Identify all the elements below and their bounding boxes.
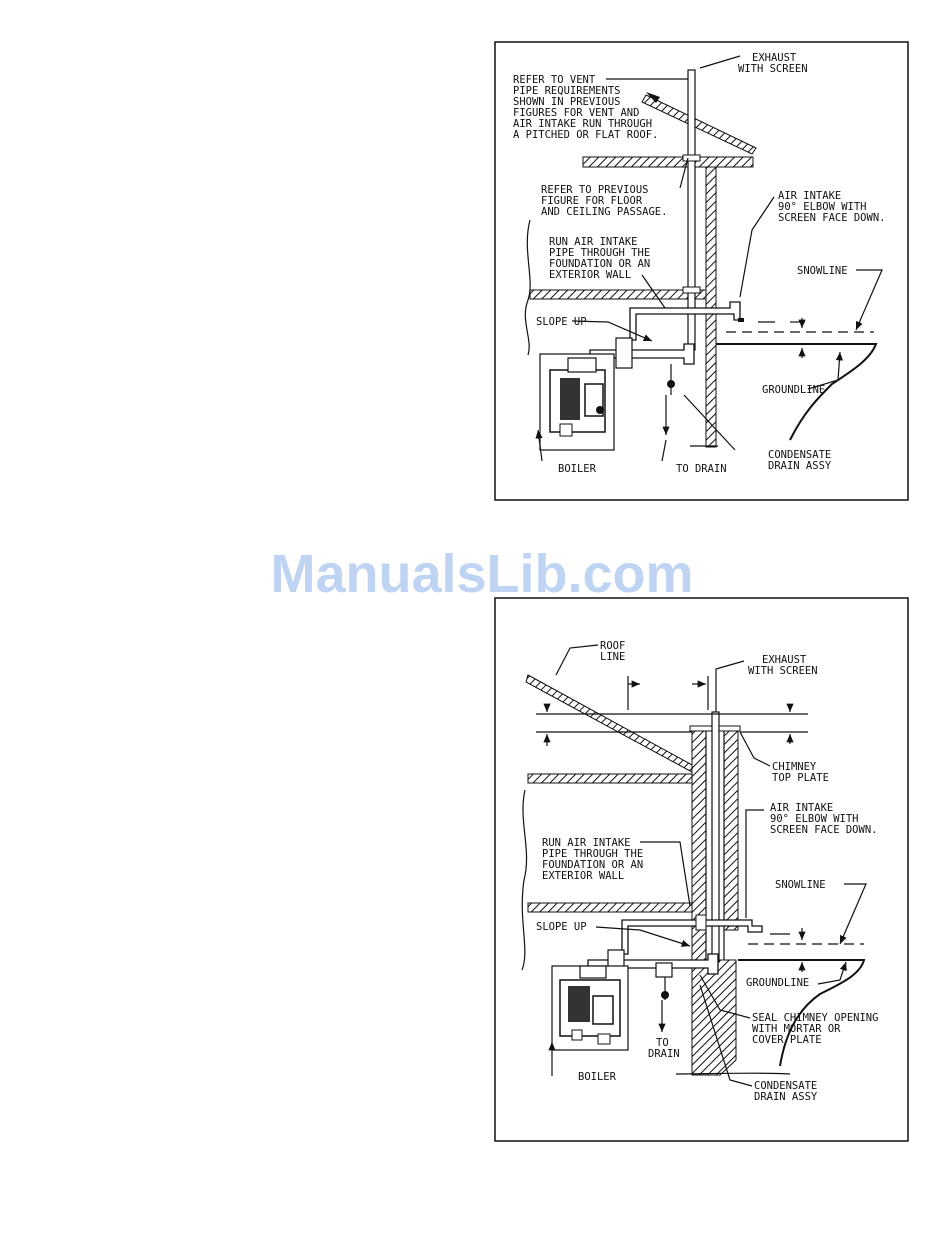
watermark: ManualsLib.com	[270, 544, 693, 604]
fig1-groundline-label: GROUNDLINE	[762, 384, 825, 396]
roof-slope	[525, 674, 695, 773]
exterior-wall	[705, 166, 717, 448]
ceiling-slab	[582, 156, 754, 168]
fig1-snowline-label: SNOWLINE	[797, 265, 848, 277]
fig2-slope-up-label: SLOPE UP	[536, 921, 587, 933]
intake-screen	[738, 318, 744, 322]
fig1-condensate-label: CONDENSATE DRAIN ASSY	[768, 449, 838, 472]
fig2-air-intake-label: AIR INTAKE 90° ELBOW WITH SCREEN FACE DO…	[770, 802, 877, 836]
fig1-refer-floor-label: REFER TO PREVIOUS FIGURE FOR FLOOR AND C…	[541, 184, 667, 218]
condensate-trap	[661, 991, 669, 999]
fig2-roof-line-label: ROOF LINE	[600, 640, 632, 663]
fig2-groundline-label: GROUNDLINE	[746, 977, 809, 989]
air-intake-pipe	[629, 301, 741, 341]
ceiling-slab	[527, 773, 695, 784]
ceiling-collar	[682, 154, 701, 162]
boiler-2	[551, 965, 629, 1051]
figure-1-frame	[494, 41, 909, 501]
fig2-chimney-top-label: CHIMNEY TOP PLATE	[772, 761, 829, 784]
fig2-condensate-label: CONDENSATE DRAIN ASSY	[754, 1080, 824, 1103]
fig2-boiler-label: BOILER	[578, 1071, 617, 1083]
fig1-to-drain-label: TO DRAIN	[676, 463, 727, 475]
condensate-trap	[667, 380, 675, 388]
fig2-exhaust-label: EXHAUST WITH SCREEN	[748, 654, 818, 677]
pipe-fitting	[615, 337, 633, 369]
intake-collar	[695, 914, 707, 931]
figure-1: EXHAUST WITH SCREEN REFER TO VENT PIPE R…	[494, 41, 909, 501]
fig1-slope-up-label: SLOPE UP	[536, 316, 587, 328]
groundline-contour	[738, 959, 866, 1067]
floor-collar	[682, 286, 701, 294]
fig2-to-drain-label: TO DRAIN	[648, 1037, 680, 1060]
tee-fitting	[655, 962, 673, 978]
fig1-run-air-label: RUN AIR INTAKE PIPE THROUGH THE FOUNDATI…	[549, 236, 656, 281]
boiler-1	[539, 353, 615, 451]
air-intake-pipe	[621, 919, 763, 955]
fig2-run-air-label: RUN AIR INTAKE PIPE THROUGH THE FOUNDATI…	[542, 837, 649, 882]
fig2-snowline-label: SNOWLINE	[775, 879, 826, 891]
fig1-boiler-label: BOILER	[558, 463, 597, 475]
floor-slab	[527, 902, 695, 913]
fig2-seal-chimney-label: SEAL CHIMNEY OPENING WITH MORTAR OR COVE…	[752, 1012, 885, 1046]
fig1-air-intake-label: AIR INTAKE 90° ELBOW WITH SCREEN FACE DO…	[778, 190, 885, 224]
figure-2: ROOF LINE EXHAUST WITH SCREEN CHIMNEY TO…	[494, 597, 909, 1142]
pitched-roof	[641, 92, 757, 155]
figure-2-frame	[494, 597, 909, 1142]
fig1-exhaust-label: EXHAUST WITH SCREEN	[738, 52, 808, 75]
groundline-contour	[716, 343, 878, 441]
fig1-refer-vent-label: REFER TO VENT PIPE REQUIREMENTS SHOWN IN…	[513, 74, 658, 141]
floor-slab	[529, 289, 707, 300]
